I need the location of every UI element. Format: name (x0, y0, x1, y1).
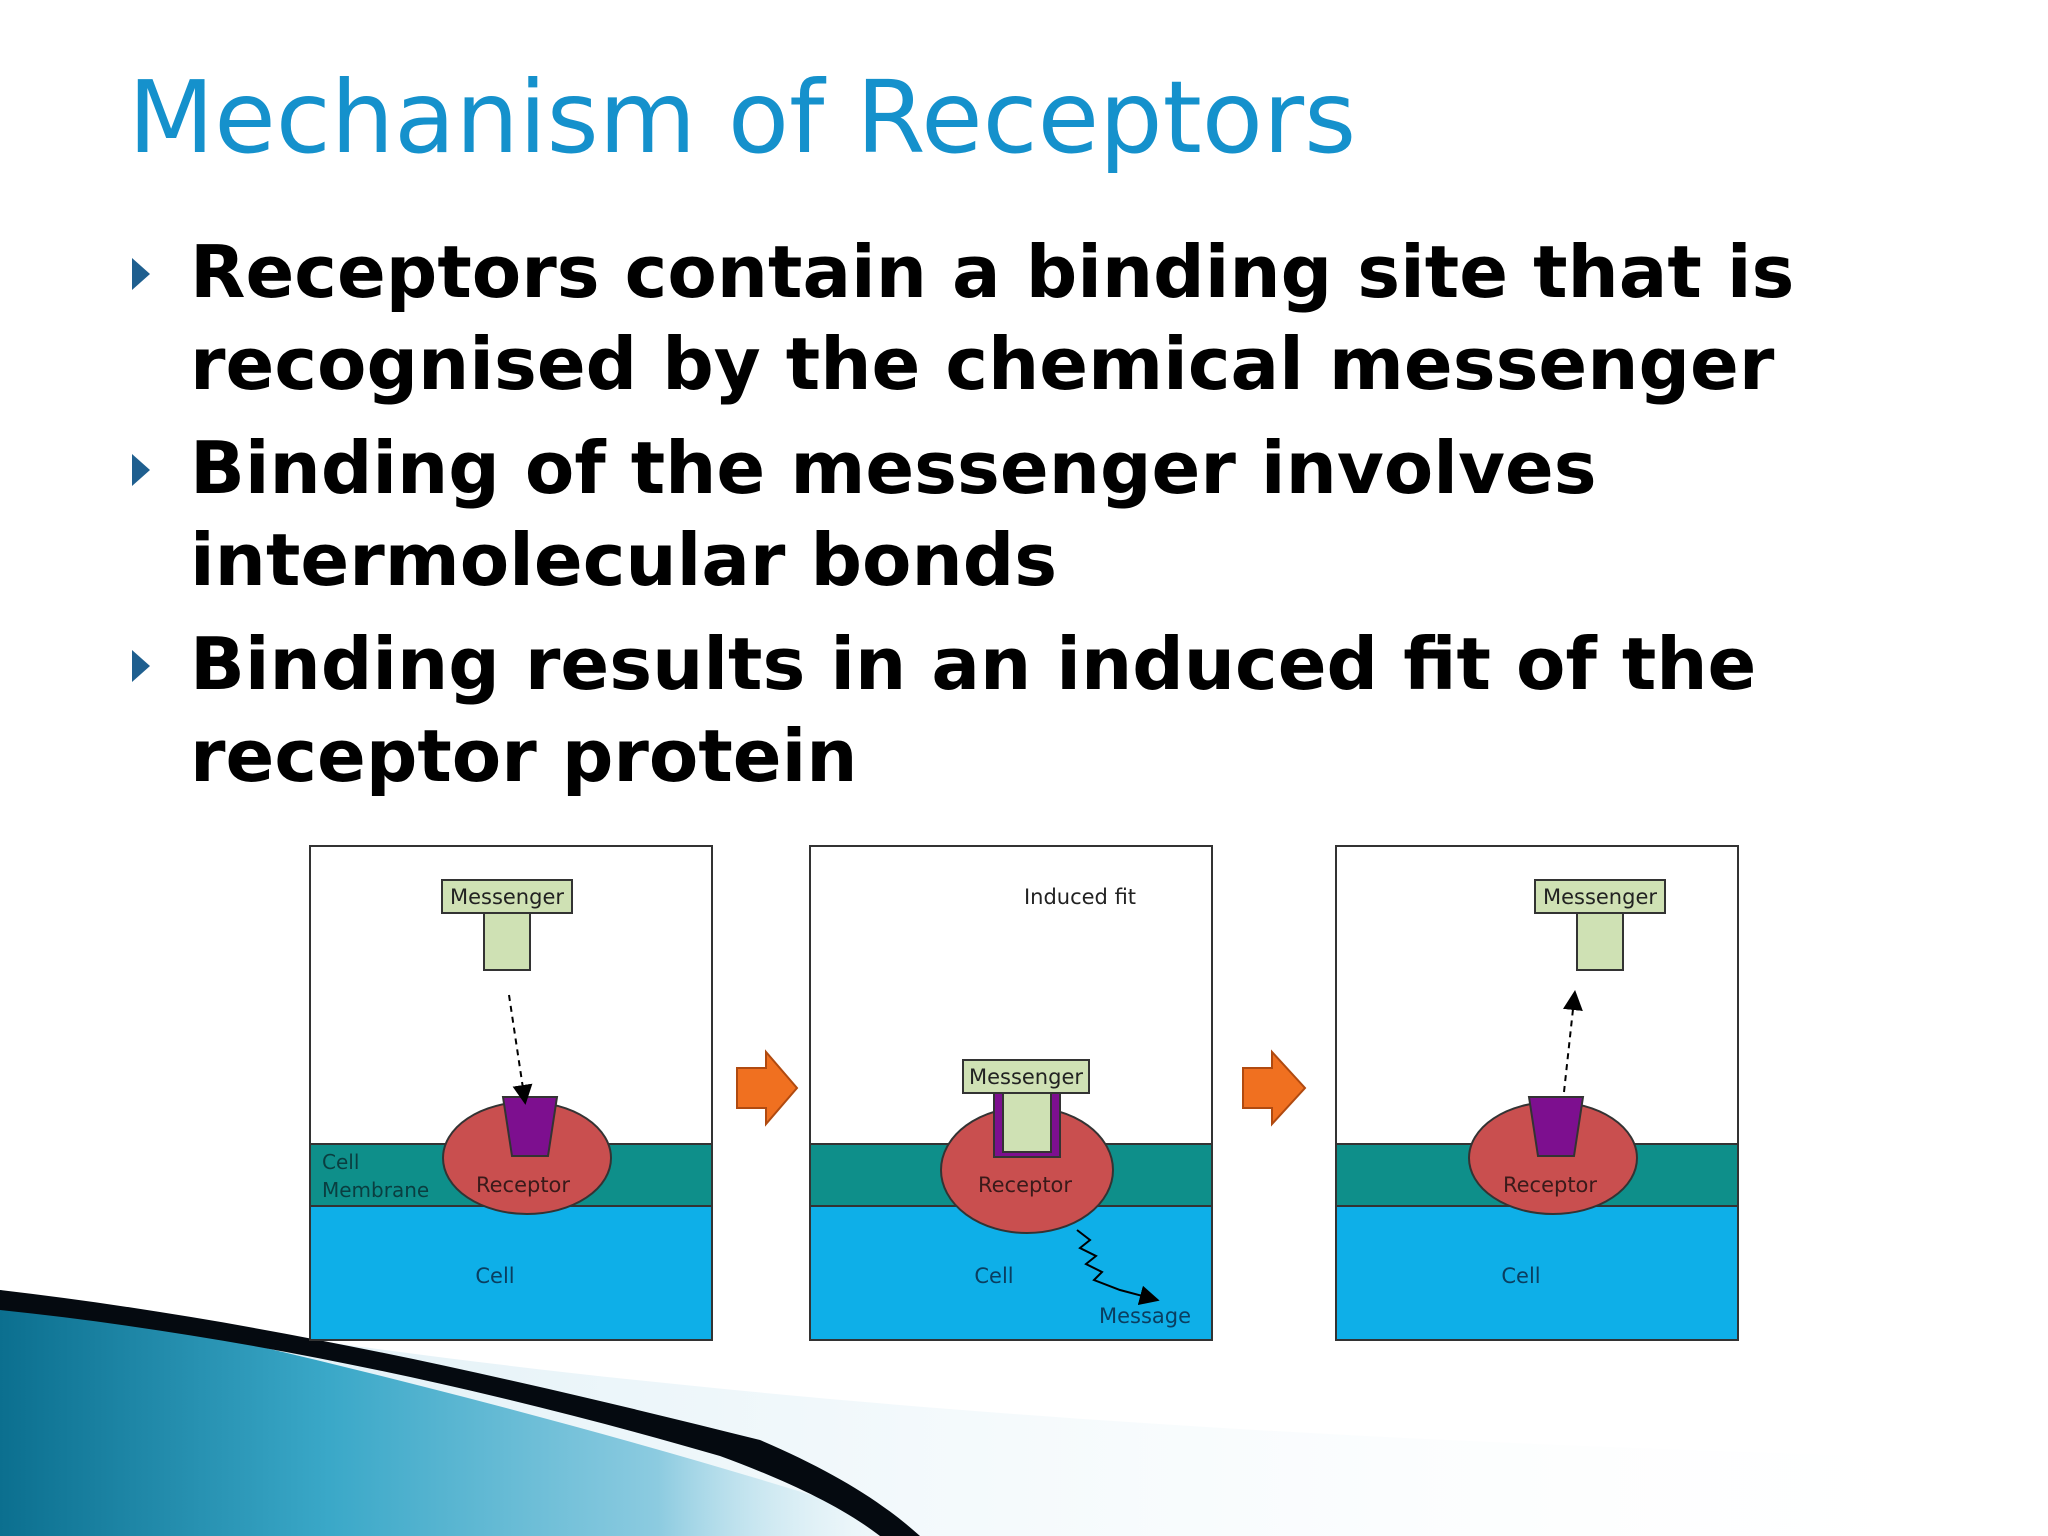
panel-2-message-arrow (1076, 1229, 1160, 1306)
bullet-text: Binding of the messenger involves interm… (190, 426, 1597, 602)
panel-3-binding-site (1527, 1096, 1585, 1157)
step-arrow-icon-2 (1242, 1049, 1307, 1127)
panel-2-message-label: Message (1099, 1304, 1191, 1328)
panel-3-cell (1335, 1205, 1739, 1341)
wave-dark-stroke (0, 1290, 920, 1536)
panel-1-receptor-label: Receptor (476, 1173, 570, 1197)
panel-2-messenger-head (962, 1059, 1090, 1094)
slide-title: Mechanism of Receptors (128, 59, 1357, 176)
panel-1-dashed-arrow (508, 994, 533, 1105)
bullet-item: Binding of the messenger involves interm… (130, 422, 2010, 606)
bullet-arrow-icon (132, 650, 150, 682)
panel-1-membrane-label-1: Cell (322, 1150, 359, 1174)
bullet-item: Receptors contain a binding site that is… (130, 226, 2010, 410)
panel-3-messenger-head (1534, 879, 1666, 914)
bullet-item: Binding results in an induced fit of the… (130, 618, 2010, 802)
wave-blue-band (0, 1290, 940, 1536)
panel-2-heading: Induced fit (1024, 885, 1136, 909)
panel-2-messenger-stem (1002, 1089, 1052, 1153)
panel-1-messenger-stem (483, 909, 531, 971)
bullet-text: Binding results in an induced fit of the… (190, 622, 1757, 798)
panel-3-receptor-label: Receptor (1503, 1173, 1597, 1197)
step-arrow-icon-1 (736, 1049, 799, 1127)
panel-2: Messenger Induced fit Receptor Cell Mess… (809, 845, 1213, 1341)
panel-2-messenger-label: Messenger (969, 1065, 1083, 1089)
panel-3-messenger-label: Messenger (1543, 885, 1657, 909)
panel-3-cell-label: Cell (1501, 1264, 1540, 1288)
panel-1-cell-label: Cell (475, 1264, 514, 1288)
panel-1-messenger-head (441, 879, 573, 914)
panel-1: Messenger Cell Membrane Receptor Cell (309, 845, 713, 1341)
panel-2-receptor-label: Receptor (978, 1173, 1072, 1197)
panel-1-membrane-label-2: Membrane (322, 1178, 429, 1202)
bullet-text: Receptors contain a binding site that is… (190, 230, 1795, 406)
panel-3-messenger-stem (1576, 909, 1624, 971)
bullet-arrow-icon (132, 258, 150, 290)
panel-1-cell (309, 1205, 713, 1341)
panel-3-dashed-arrow (1562, 990, 1583, 1093)
bullet-list: Receptors contain a binding site that is… (130, 226, 2010, 814)
panel-3: Messenger Receptor Cell (1335, 845, 1739, 1341)
panel-1-binding-site (501, 1096, 559, 1157)
panel-2-cell-label: Cell (974, 1264, 1013, 1288)
panel-1-messenger-label: Messenger (450, 885, 564, 909)
bullet-arrow-icon (132, 454, 150, 486)
